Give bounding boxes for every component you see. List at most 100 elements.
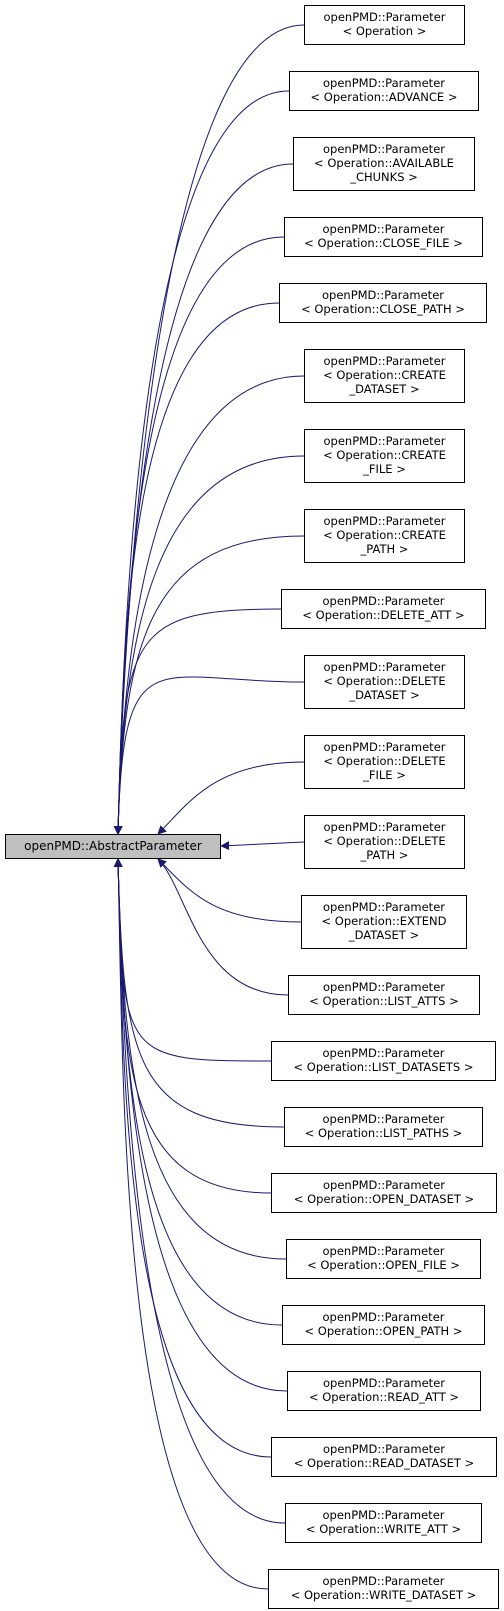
inheritance-edge (220, 841, 305, 851)
derived-class-label-line: _PATH > (360, 542, 409, 556)
derived-class-label-line: openPMD::Parameter (322, 594, 445, 608)
derived-class-label-line: openPMD::Parameter (323, 76, 445, 90)
derived-class-label-line: openPMD::Parameter (323, 142, 445, 156)
derived-class-label-line: openPMD::Parameter (323, 1376, 445, 1390)
derived-class-node[interactable]: openPMD::Parameter< Operation::OPEN_DATA… (271, 1173, 497, 1213)
derived-class-label-line: openPMD::Parameter (323, 900, 445, 914)
derived-class-label-line: openPMD::Parameter (323, 354, 446, 368)
derived-class-label-line: openPMD::Parameter (322, 222, 445, 236)
derived-class-label-line: _DATASET > (349, 382, 420, 396)
derived-class-label-line: openPMD::Parameter (322, 288, 444, 302)
derived-class-label-line: < Operation::CREATE (323, 528, 446, 542)
derived-class-label-line: < Operation::AVAILABLE (314, 156, 454, 170)
derived-class-label-line: openPMD::Parameter (322, 1508, 445, 1522)
derived-class-node[interactable]: openPMD::Parameter< Operation::CREATE_DA… (304, 349, 465, 403)
inheritance-edge (113, 302, 280, 835)
derived-class-node[interactable]: openPMD::Parameter< Operation::DELETE_DA… (304, 655, 465, 709)
inheritance-edge (113, 858, 286, 1524)
derived-class-label-line: < Operation::WRITE_DATASET > (290, 1588, 477, 1602)
derived-class-label-line: < Operation::CREATE (323, 368, 446, 382)
derived-class-label-line: _PATH > (360, 848, 409, 862)
derived-class-label-line: openPMD::Parameter (322, 1574, 445, 1588)
derived-class-node[interactable]: openPMD::Parameter< Operation::LIST_DATA… (271, 1041, 496, 1081)
derived-class-label-line: _CHUNKS > (350, 170, 418, 184)
derived-class-label-line: < Operation::READ_ATT > (308, 1390, 460, 1404)
derived-class-label-line: < Operation::CLOSE_FILE > (304, 236, 463, 250)
derived-class-node[interactable]: openPMD::Parameter< Operation::CLOSE_PAT… (279, 283, 487, 323)
derived-class-label-line: openPMD::Parameter (323, 514, 446, 528)
derived-class-node[interactable]: openPMD::Parameter< Operation::LIST_PATH… (284, 1107, 483, 1147)
inheritance-edge (113, 535, 305, 835)
base-class-label: openPMD::AbstractParameter (24, 839, 202, 853)
inheritance-edge (113, 858, 269, 1590)
derived-class-node[interactable]: openPMD::Parameter< Operation > (304, 5, 465, 45)
derived-class-label-line: < Operation::LIST_DATASETS > (293, 1060, 474, 1074)
inheritance-edge (113, 858, 285, 1128)
derived-class-label-line: < Operation::CLOSE_PATH > (301, 302, 465, 316)
derived-class-label-line: openPMD::Parameter (322, 1112, 445, 1126)
derived-class-label-line: openPMD::Parameter (323, 1178, 445, 1192)
derived-class-node[interactable]: openPMD::Parameter< Operation::CLOSE_FIL… (284, 217, 483, 257)
derived-class-node[interactable]: openPMD::Parameter< Operation::EXTEND_DA… (301, 895, 467, 949)
derived-class-node[interactable]: openPMD::Parameter< Operation::READ_ATT … (287, 1371, 481, 1411)
derived-class-label-line: < Operation::OPEN_FILE > (307, 1258, 460, 1272)
inheritance-edge (113, 676, 305, 835)
derived-class-label-line: < Operation::ADVANCE > (310, 90, 458, 104)
inheritance-edge (113, 858, 272, 1062)
derived-class-node[interactable]: openPMD::Parameter< Operation::AVAILABLE… (293, 137, 475, 191)
derived-class-label-line: openPMD::Parameter (323, 820, 446, 834)
derived-class-label-line: openPMD::Parameter (323, 10, 446, 24)
derived-class-label-line: < Operation > (342, 24, 427, 38)
derived-class-label-line: openPMD::Parameter (323, 980, 445, 994)
derived-class-label-line: < Operation::DELETE (323, 754, 446, 768)
inheritance-edge (157, 858, 289, 996)
derived-class-node[interactable]: openPMD::Parameter< Operation::WRITE_ATT… (285, 1503, 482, 1543)
derived-class-node[interactable]: openPMD::Parameter< Operation::OPEN_FILE… (286, 1239, 481, 1279)
inheritance-edge (113, 163, 294, 835)
derived-class-label-line: _FILE > (363, 462, 406, 476)
derived-class-label-line: < Operation::LIST_PATHS > (304, 1126, 463, 1140)
derived-class-label-line: < Operation::LIST_ATTS > (309, 994, 459, 1008)
derived-class-label-line: _DATASET > (349, 688, 420, 702)
derived-class-node[interactable]: openPMD::Parameter< Operation::CREATE_PA… (304, 509, 465, 563)
derived-class-node[interactable]: openPMD::Parameter< Operation::CREATE_FI… (304, 429, 465, 483)
derived-class-label-line: < Operation::DELETE (323, 674, 446, 688)
derived-class-node[interactable]: openPMD::Parameter< Operation::DELETE_AT… (281, 589, 486, 629)
derived-class-label-line: < Operation::CREATE (323, 448, 446, 462)
inheritance-edge (113, 858, 272, 1458)
derived-class-label-line: < Operation::READ_DATASET > (293, 1456, 475, 1470)
derived-class-label-line: < Operation::DELETE_ATT > (302, 608, 465, 622)
derived-class-node[interactable]: openPMD::Parameter< Operation::DELETE_FI… (304, 735, 465, 789)
inheritance-edge (113, 608, 282, 835)
inheritance-edge (113, 858, 283, 1326)
derived-class-label-line: openPMD::Parameter (323, 434, 446, 448)
derived-class-node[interactable]: openPMD::Parameter< Operation::LIST_ATTS… (288, 975, 480, 1015)
derived-class-node[interactable]: openPMD::Parameter< Operation::READ_DATA… (271, 1437, 497, 1477)
derived-class-label-line: openPMD::Parameter (322, 1244, 445, 1258)
derived-class-label-line: openPMD::Parameter (323, 660, 446, 674)
derived-class-node[interactable]: openPMD::Parameter< Operation::DELETE_PA… (304, 815, 465, 869)
inheritance-edge (113, 90, 290, 835)
inheritance-edge (113, 236, 285, 835)
derived-class-label-line: _FILE > (363, 768, 406, 782)
inheritance-edge (113, 375, 305, 835)
inheritance-edge (113, 24, 305, 835)
base-class-node[interactable]: openPMD::AbstractParameter (5, 834, 221, 859)
derived-class-label-line: openPMD::Parameter (323, 740, 446, 754)
inheritance-edge (113, 858, 288, 1392)
derived-class-label-line: < Operation::WRITE_ATT > (305, 1522, 462, 1536)
derived-class-node[interactable]: openPMD::Parameter< Operation::ADVANCE > (289, 71, 479, 111)
derived-class-label-line: < Operation::OPEN_DATASET > (293, 1192, 475, 1206)
derived-class-label-line: openPMD::Parameter (322, 1046, 445, 1060)
inheritance-edge (157, 761, 305, 835)
derived-class-label-line: < Operation::EXTEND (321, 914, 447, 928)
derived-class-label-line: openPMD::Parameter (323, 1442, 445, 1456)
derived-class-label-line: _DATASET > (348, 928, 420, 942)
derived-class-label-line: openPMD::Parameter (322, 1310, 445, 1324)
derived-class-node[interactable]: openPMD::Parameter< Operation::WRITE_DAT… (268, 1569, 499, 1609)
derived-class-label-line: < Operation::DELETE (323, 834, 446, 848)
inheritance-edge (157, 858, 302, 923)
derived-class-node[interactable]: openPMD::Parameter< Operation::OPEN_PATH… (282, 1305, 485, 1345)
derived-class-label-line: < Operation::OPEN_PATH > (304, 1324, 463, 1338)
